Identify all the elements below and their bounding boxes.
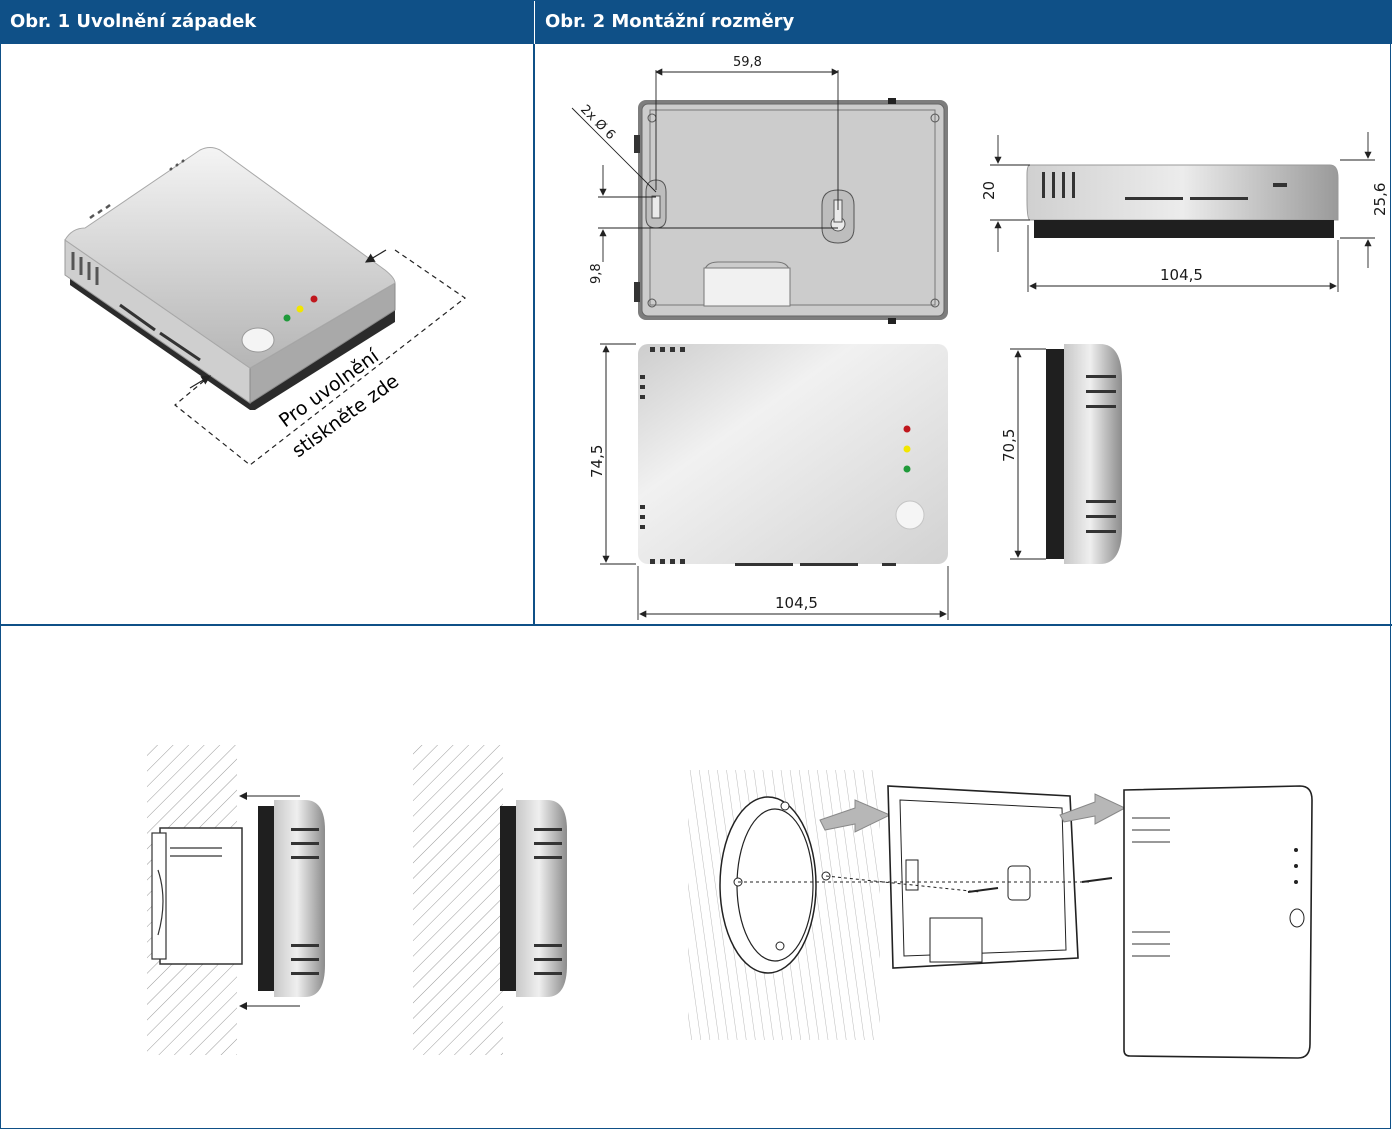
fig2-title: Obr. 2 Montážní rozměry [535, 0, 1392, 44]
edge-view-drawing: 70,5 [1000, 344, 1122, 564]
mount-step-2 [413, 745, 567, 1055]
dim-hole-diameter: 2x Ø 6 [577, 102, 618, 143]
dim-front-height: 74,5 [588, 445, 606, 478]
mount-step-exploded [688, 770, 1313, 1059]
fig1-device-illustration: Pro uvolnění stiskněte zde [64, 147, 467, 466]
dim-edge-height: 70,5 [1000, 429, 1018, 462]
dim-side-height-inner: 20 [980, 181, 998, 200]
panel-divider-horizontal [0, 624, 1392, 626]
dim-side-width: 104,5 [1160, 266, 1203, 284]
dim-hole-spacing: 59,8 [733, 55, 762, 70]
dim-side-height-outer: 25,6 [1371, 183, 1389, 216]
front-view-drawing: 74,5 104,5 [588, 343, 949, 620]
mount-step-1 [147, 745, 325, 1055]
side-view-drawing: 20 25,6 104,5 [980, 132, 1389, 292]
dim-hole-offset: 9,8 [589, 263, 604, 284]
panel-divider-vertical [533, 44, 535, 625]
fig1-title: Obr. 1 Uvolnění západek [0, 0, 534, 44]
dim-front-width: 104,5 [775, 594, 818, 612]
back-plate-drawing: 59,8 2x Ø 6 9,8 [571, 55, 948, 324]
